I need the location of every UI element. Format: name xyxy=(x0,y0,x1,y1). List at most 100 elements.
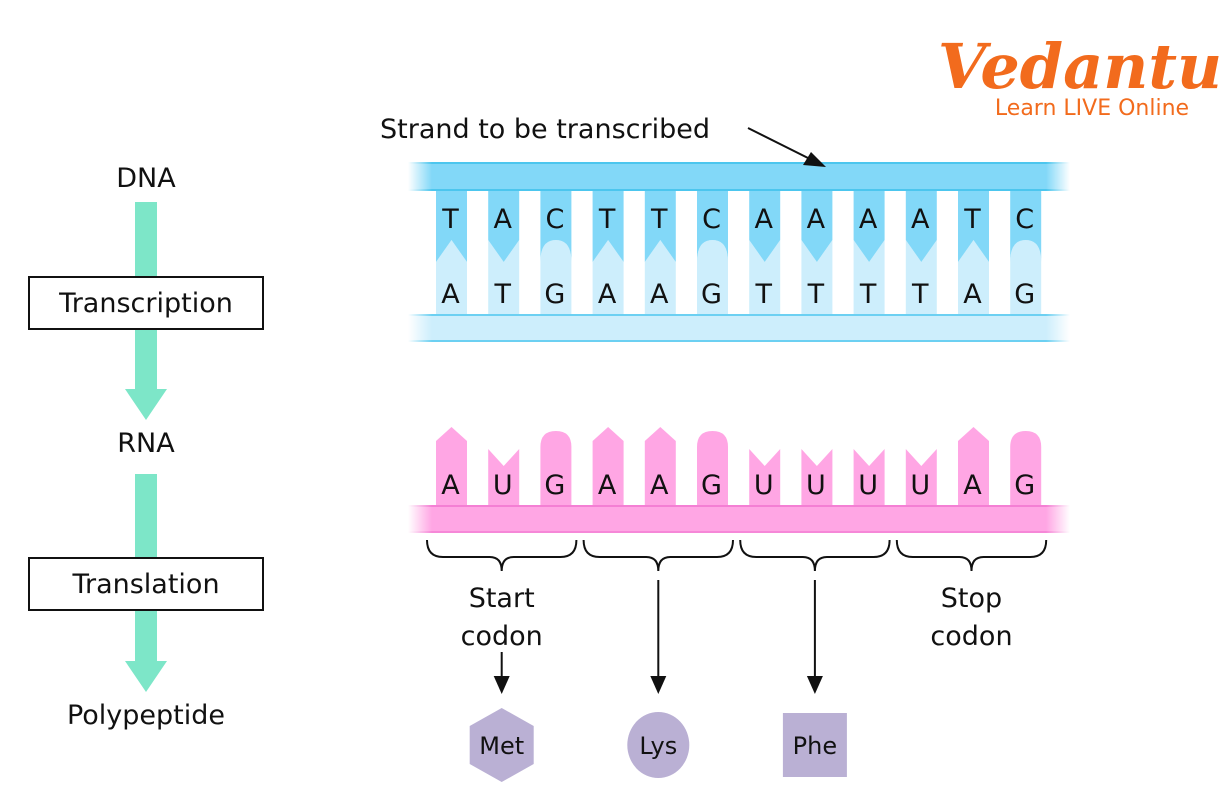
codon-label: codon xyxy=(930,621,1012,652)
rna-base-U xyxy=(905,449,937,510)
template-base-letter: A xyxy=(807,204,826,235)
rna-base-letter: U xyxy=(806,470,826,501)
complement-base-letter: A xyxy=(598,279,617,310)
template-base-T xyxy=(592,190,624,262)
complement-base-T xyxy=(488,240,520,316)
rna-label: RNA xyxy=(117,428,175,459)
complement-base-letter: A xyxy=(650,279,669,310)
template-base-letter: A xyxy=(754,204,773,235)
rna-base-U xyxy=(801,449,833,510)
complement-base-letter: T xyxy=(754,279,772,310)
complement-base-T xyxy=(749,240,781,316)
template-base-T xyxy=(958,190,989,262)
complement-base-A xyxy=(592,240,624,316)
template-backbone xyxy=(408,162,1070,191)
rna-base-letter: U xyxy=(910,470,930,501)
complement-base-letter: G xyxy=(1014,279,1035,310)
arrowhead xyxy=(650,676,667,694)
flow-chart: DNA Transcription RNA Translation Polype… xyxy=(28,163,264,731)
arrowhead xyxy=(493,676,510,694)
complement-base-A xyxy=(436,240,467,316)
complement-base-letter: T xyxy=(493,279,511,310)
codon-label: codon xyxy=(461,621,543,652)
amino-acid-label: Lys xyxy=(639,732,677,760)
logo-brand: Vedantu xyxy=(938,30,1222,103)
amino-acid-label: Phe xyxy=(793,732,837,760)
rna-base-letter: A xyxy=(598,470,617,501)
complement-base-G xyxy=(540,240,572,316)
complement-base-T xyxy=(905,240,937,316)
complement-base-letter: A xyxy=(441,279,460,310)
template-base-A xyxy=(905,190,937,262)
amino-acid-hexagon xyxy=(469,708,534,782)
codon-brace xyxy=(895,539,1048,572)
rna-base-A xyxy=(592,427,624,510)
template-base-letter: T xyxy=(650,204,668,235)
codon-group: Stop codon xyxy=(895,539,1048,652)
arrowhead xyxy=(806,676,823,694)
complement-base-letter: T xyxy=(911,279,929,310)
codon-label: Stop xyxy=(941,583,1002,614)
template-base-letter: T xyxy=(441,204,459,235)
template-base-letter: A xyxy=(493,204,512,235)
codon-group: Lys xyxy=(582,539,734,778)
codon-brace xyxy=(739,539,891,572)
rna-base-G xyxy=(697,431,728,510)
rna-base-letter: U xyxy=(858,470,878,501)
annotation-arrowhead xyxy=(803,152,826,167)
template-base-letter: A xyxy=(859,204,878,235)
template-base-A xyxy=(853,190,885,262)
rna-backbone xyxy=(408,505,1070,533)
rna-base-letter: U xyxy=(493,470,513,501)
translation-label: Translation xyxy=(71,569,219,600)
complement-base-T xyxy=(801,240,833,316)
complement-base-G xyxy=(1010,240,1042,316)
rna-base-A xyxy=(436,427,467,510)
rna-base-U xyxy=(488,449,520,510)
rna-base-letter: A xyxy=(963,470,982,501)
template-base-letter: C xyxy=(1015,204,1034,235)
template-base-letter: T xyxy=(963,204,981,235)
translation-box xyxy=(28,557,264,611)
rna-base-letter: G xyxy=(544,470,565,501)
complement-base-T xyxy=(853,240,885,316)
rna-base-letter: A xyxy=(441,470,460,501)
complement-base-G xyxy=(697,240,728,316)
logo-tagline: Learn LIVE Online xyxy=(995,96,1189,121)
template-base-T xyxy=(644,190,676,262)
template-base-C xyxy=(697,190,728,262)
template-base-C xyxy=(1010,190,1042,262)
vedantu-logo: Vedantu Learn LIVE Online xyxy=(938,30,1222,121)
strand-annotation: Strand to be transcribed xyxy=(380,114,710,145)
template-base-letter: T xyxy=(598,204,616,235)
template-base-T xyxy=(436,190,467,262)
complement-base-letter: T xyxy=(859,279,877,310)
complement-base-A xyxy=(958,240,989,316)
complement-base-A xyxy=(644,240,676,316)
rna-base-G xyxy=(1010,431,1042,510)
template-base-letter: A xyxy=(911,204,930,235)
template-base-letter: C xyxy=(702,204,721,235)
complement-base-letter: A xyxy=(963,279,982,310)
template-base-A xyxy=(801,190,833,262)
rna-base-U xyxy=(749,449,781,510)
amino-acid-circle xyxy=(627,712,690,778)
rna-base-letter: G xyxy=(1014,470,1035,501)
template-base-A xyxy=(488,190,520,262)
complement-base-letter: T xyxy=(807,279,825,310)
codon-label: Start xyxy=(469,583,535,614)
polypeptide-label: Polypeptide xyxy=(67,700,225,731)
transcription-label: Transcription xyxy=(58,288,233,319)
rna-base-G xyxy=(540,431,572,510)
template-base-letter: C xyxy=(545,204,564,235)
template-base-C xyxy=(540,190,572,262)
amino-acid-label: Met xyxy=(479,732,524,760)
rna-base-U xyxy=(853,449,885,510)
codon-brace xyxy=(426,539,578,572)
amino-acid-square xyxy=(782,713,847,777)
